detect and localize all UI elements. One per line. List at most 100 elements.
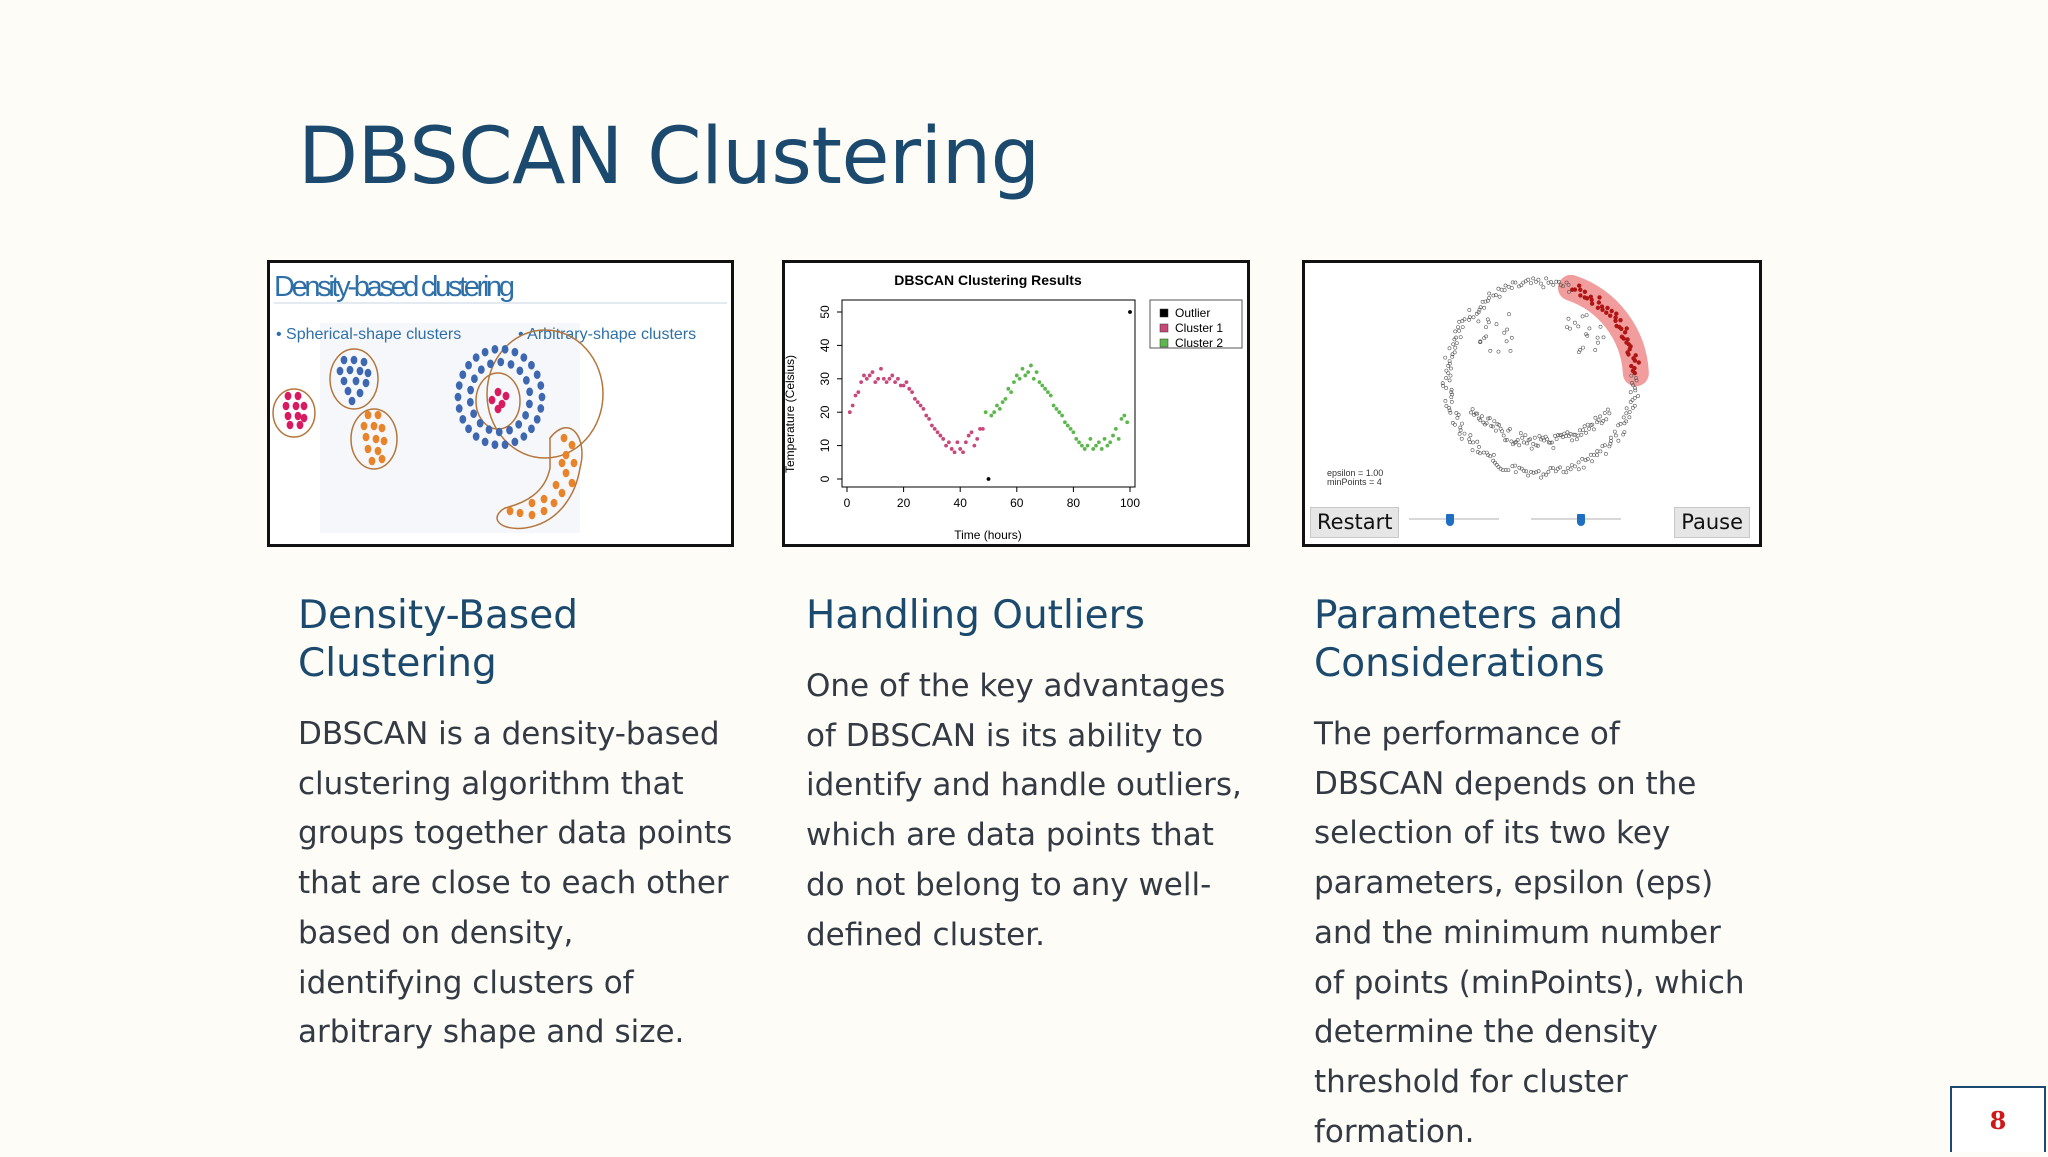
cluster-dot	[294, 391, 302, 401]
epsilon-slider-thumb[interactable]	[1445, 514, 1454, 526]
cluster-dot	[533, 415, 541, 424]
cluster-dot	[528, 498, 536, 508]
data-point	[1473, 411, 1478, 416]
cluster-dot	[494, 387, 502, 397]
data-point	[1618, 318, 1623, 323]
epsilon-slider[interactable]	[1409, 518, 1499, 520]
data-point	[1629, 363, 1634, 369]
data-point	[1528, 437, 1533, 442]
data-point	[1544, 472, 1549, 477]
data-point	[1504, 437, 1509, 442]
data-point	[1600, 307, 1605, 312]
minpoints-slider-thumb[interactable]	[1576, 514, 1585, 526]
data-point	[1570, 438, 1575, 443]
data-point	[1484, 334, 1489, 339]
chart-title: DBSCAN Clustering Results	[894, 272, 1082, 288]
data-point	[1535, 443, 1540, 448]
legend-entry: Cluster 2	[1175, 336, 1223, 350]
data-point	[1455, 415, 1460, 420]
data-point	[1613, 318, 1618, 323]
data-point	[955, 440, 960, 445]
data-point	[1493, 428, 1498, 433]
data-point	[1524, 469, 1529, 474]
scatter-chart: DBSCAN Clustering Results Time (hours) T…	[785, 263, 1247, 544]
cluster-dot	[562, 450, 570, 460]
data-point	[1576, 350, 1581, 355]
data-point	[1099, 447, 1104, 451]
minpoints-slider[interactable]	[1531, 518, 1621, 520]
pause-button[interactable]: Pause	[1674, 507, 1750, 538]
data-point	[1486, 416, 1491, 421]
data-point	[1017, 376, 1022, 381]
data-point	[1614, 311, 1619, 316]
data-point	[1116, 437, 1121, 441]
y-tick-label: 40	[818, 338, 832, 352]
data-point	[879, 366, 883, 371]
handling-outliers-column: Handling Outliers One of the key advanta…	[806, 592, 1246, 960]
cluster-groups	[272, 329, 604, 530]
cluster-dot	[485, 425, 493, 434]
data-point	[1459, 436, 1464, 441]
data-point	[1458, 428, 1463, 433]
data-point	[1595, 305, 1601, 310]
cluster-dot	[368, 456, 376, 466]
data-point	[1497, 294, 1502, 299]
data-point	[1534, 443, 1539, 448]
y-tick-label: 0	[818, 475, 832, 482]
data-point	[1568, 326, 1572, 331]
data-point	[870, 370, 875, 375]
data-point	[1444, 376, 1449, 380]
y-tick-label: 10	[818, 439, 832, 453]
restart-button[interactable]: Restart	[1310, 507, 1400, 538]
cluster-dot	[374, 446, 382, 456]
data-point	[1628, 390, 1633, 395]
cluster-dot	[471, 374, 478, 384]
data-point	[1579, 432, 1584, 437]
data-point	[1444, 368, 1449, 373]
data-point	[1612, 429, 1617, 434]
data-point	[963, 440, 968, 445]
data-point	[907, 386, 912, 391]
data-point	[847, 410, 852, 415]
data-point	[859, 380, 864, 385]
data-point	[1509, 335, 1514, 340]
cluster-dot	[364, 444, 372, 454]
cluster-dot	[520, 353, 528, 362]
data-point	[850, 403, 855, 408]
data-point	[1578, 348, 1583, 352]
data-point	[1457, 328, 1462, 333]
cluster-dot	[558, 488, 566, 498]
y-tick-label: 20	[818, 405, 832, 419]
data-point	[997, 406, 1002, 411]
data-point	[1605, 305, 1610, 311]
data-point	[1597, 295, 1602, 300]
data-point	[1596, 418, 1601, 423]
data-point	[1607, 444, 1612, 449]
cluster-dot	[300, 401, 308, 411]
slide-title: DBSCAN Clustering	[298, 112, 1040, 202]
data-point	[1539, 281, 1543, 286]
data-point	[1578, 293, 1583, 298]
data-point	[1484, 325, 1488, 330]
data-point	[1587, 326, 1592, 331]
cluster-dot	[501, 345, 509, 354]
data-point	[873, 380, 878, 385]
data-point	[1548, 466, 1553, 470]
cluster-dot	[340, 355, 348, 365]
data-point	[1520, 435, 1525, 440]
cluster-dot	[374, 410, 382, 420]
data-point	[1517, 443, 1522, 448]
data-point	[1503, 283, 1508, 288]
cluster-dot	[467, 385, 474, 395]
data-point	[1111, 433, 1115, 438]
data-point	[1556, 279, 1561, 284]
data-point	[1629, 373, 1634, 378]
data-point	[1467, 308, 1472, 312]
data-point	[1613, 315, 1618, 320]
data-point	[1525, 441, 1529, 446]
data-point	[1449, 395, 1454, 400]
cluster-dot	[372, 434, 380, 444]
data-point	[975, 437, 980, 441]
data-point	[1627, 410, 1632, 414]
data-point	[944, 443, 948, 448]
